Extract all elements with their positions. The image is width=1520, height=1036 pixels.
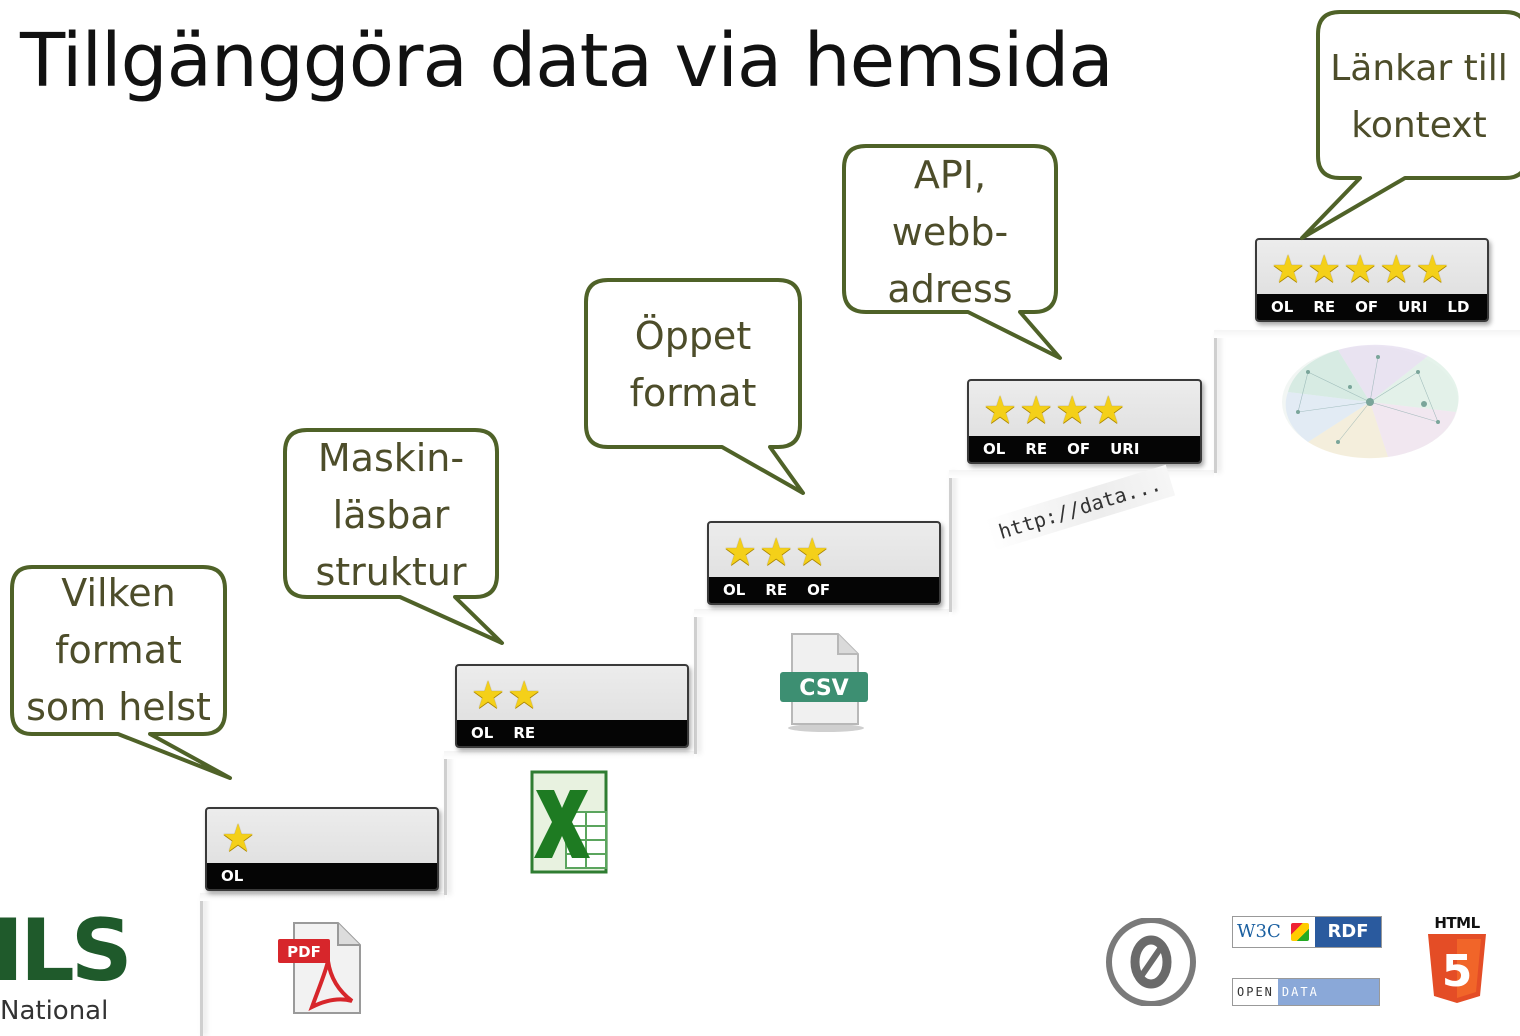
bubble-line: Länkar till [1330,48,1508,89]
csv-label: CSV [799,676,848,701]
star-row: ★★★★★ [1271,250,1449,288]
star-icon: ★ [1415,247,1450,291]
rdf-label: RDF [1315,917,1381,947]
open-data-logo: OPEN DATA [1232,978,1380,1006]
html5-label: HTML [1434,914,1480,932]
stair-tread-2 [444,751,694,759]
html5-shield-icon: 5 [1428,934,1486,1003]
badge-code-label: OL [1271,298,1294,316]
bubble-line: som helst [26,685,211,729]
star-icon: ★ [507,673,542,717]
bubble-text-1: Vilken format som helst [12,565,225,736]
badge-code-bar: OL [207,863,437,889]
badge-code-label: OL [221,867,244,885]
star-icon: ★ [983,388,1018,432]
stair-riser-4 [949,472,952,612]
star-icon: ★ [795,530,830,574]
bubble-line: Vilken [61,571,176,615]
star-row: ★★★ [723,533,829,571]
stair-riser-5 [1214,333,1217,473]
bubble-line: API, [913,153,987,197]
badge-code-label: RE [1025,440,1048,458]
badge-code-label: OF [1067,440,1091,458]
star-icon: ★ [1091,388,1126,432]
csv-icon: CSV [780,633,868,732]
star-icon: ★ [759,530,794,574]
badge-code-label: OF [1355,298,1379,316]
badge-code-bar: OL RE OF URI LD [1257,294,1487,320]
star-icon: ★ [1055,388,1090,432]
badge-code-label: RE [513,724,536,742]
linked-data-graph-icon [1282,344,1459,459]
bubble-line: kontext [1351,105,1487,146]
star-icon: ★ [1379,247,1414,291]
star-icon: ★ [1343,247,1378,291]
stair-riser-3 [694,612,697,754]
badge-code-bar: OL RE [457,720,687,746]
stair-tread-5 [1214,330,1520,338]
open-data-data-label: DATA [1277,979,1379,1005]
star-icon: ★ [471,673,506,717]
star-icon: ★ [1019,388,1054,432]
star-row: ★ [221,819,255,857]
page-title: Tillgänggöra data via hemsida [20,18,1114,104]
rating-badge-2-star: ★★ OL RE [455,664,689,748]
bubble-text-5: Länkar till kontext [1318,40,1520,154]
badge-code-bar: OL RE OF URI [969,436,1200,462]
bubble-line: format [55,628,182,672]
badge-code-label: RE [1313,298,1336,316]
w3c-label: W3C [1237,921,1281,942]
html5-number: 5 [1442,946,1473,997]
badge-code-label: RE [765,581,788,599]
badge-code-label: OF [807,581,831,599]
stair-riser-1 [200,895,203,1036]
org-logo-subtitle: National [0,996,109,1026]
w3c-rdf-logo: W3C RDF [1232,916,1382,948]
rdf-cube-icon [1291,923,1309,941]
stair-tread-1 [200,893,445,901]
excel-icon [530,770,608,874]
bubble-line: struktur [315,550,467,594]
badge-code-label: LD [1447,298,1470,316]
star-icon: ★ [221,816,256,860]
badge-code-label: URI [1398,298,1428,316]
star-row: ★★ [471,676,541,714]
bubble-line: adress [887,267,1013,311]
html5-logo: HTML 5 [1424,914,1490,1006]
bubble-text-2: Maskin- läsbar struktur [285,430,497,601]
open-data-open-label: OPEN [1237,985,1274,999]
cc0-icon [1106,918,1196,1006]
stair-tread-4 [949,470,1214,478]
rating-badge-1-star: ★ OL [205,807,439,891]
bubble-line: Öppet [634,314,752,358]
svg-text:PDF: PDF [287,943,321,961]
star-icon: ★ [1271,247,1306,291]
stair-riser-2 [444,755,447,895]
pdf-icon: PDF [278,922,361,1014]
bubble-line: läsbar [332,493,450,537]
bubble-line: webb- [891,210,1009,254]
badge-code-label: OL [723,581,746,599]
star-icon: ★ [1307,247,1342,291]
star-row: ★★★★ [983,391,1125,429]
badge-code-label: URI [1110,440,1140,458]
stair-tread-3 [694,609,949,617]
badge-code-label: OL [983,440,1006,458]
star-icon: ★ [723,530,758,574]
bubble-line: Maskin- [317,436,465,480]
bubble-text-4: API, webb- adress [844,147,1056,318]
bubble-line: format [629,371,757,415]
org-logo: ILS [0,901,133,1001]
badge-code-label: OL [471,724,494,742]
bubble-text-3: Öppet format [586,308,800,422]
badge-code-bar: OL RE OF [709,577,939,603]
